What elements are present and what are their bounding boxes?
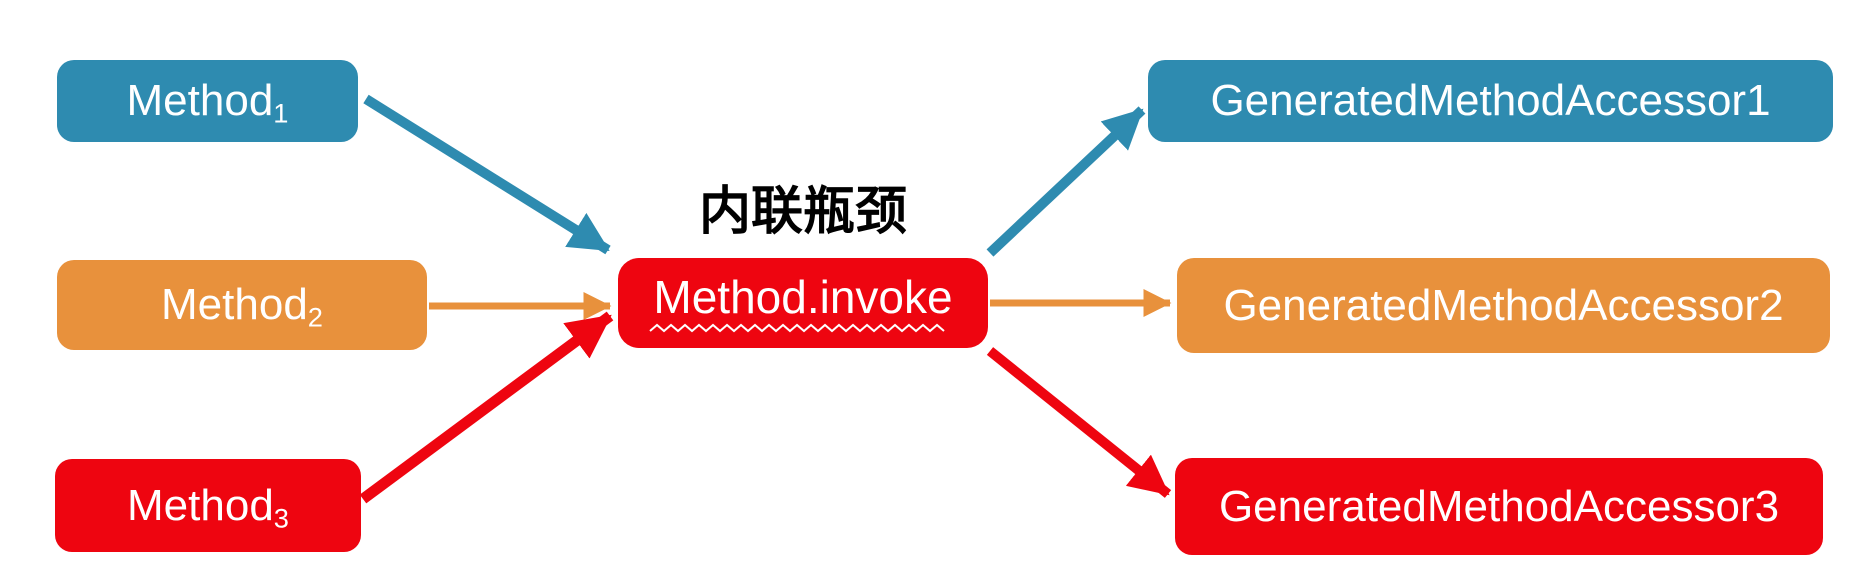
method-3-box: Method3: [55, 459, 361, 552]
generated-method-accessor-1-label: GeneratedMethodAccessor1: [1210, 76, 1771, 125]
arrow-invoke-to-accessor1: [986, 106, 1146, 257]
method-1-box: Method1: [57, 60, 358, 142]
spellcheck-squiggle-underline: [649, 323, 945, 332]
method-1-label-base: Method: [126, 76, 274, 125]
method-3-label-base: Method: [127, 480, 274, 530]
generated-method-accessor-1-box: GeneratedMethodAccessor1: [1148, 60, 1833, 142]
method-1-label-subscript: 1: [273, 97, 289, 129]
method-3-label: Method3: [127, 480, 289, 531]
generated-method-accessor-3-box: GeneratedMethodAccessor3: [1175, 458, 1823, 555]
method-2-label-subscript: 2: [307, 301, 323, 333]
method-2-label: Method2: [161, 280, 323, 331]
generated-method-accessor-3-label: GeneratedMethodAccessor3: [1218, 481, 1780, 531]
method-invoke-label: Method.invoke: [653, 270, 953, 323]
method-1-label: Method1: [126, 76, 289, 127]
method-2-box: Method2: [57, 260, 427, 350]
arrow-invoke-to-accessor3: [986, 347, 1172, 498]
inline-bottleneck-annotation: 内联瓶颈: [698, 183, 907, 241]
method-invoke-box: Method.invoke: [618, 258, 988, 348]
arrow-method1-to-invoke: [363, 94, 611, 255]
method-3-label-subscript: 3: [273, 502, 289, 534]
generated-method-accessor-2-label: GeneratedMethodAccessor2: [1223, 280, 1784, 330]
method-2-label-base: Method: [161, 280, 308, 329]
arrow-method3-to-invoke: [359, 311, 614, 504]
generated-method-accessor-2-box: GeneratedMethodAccessor2: [1177, 258, 1830, 353]
